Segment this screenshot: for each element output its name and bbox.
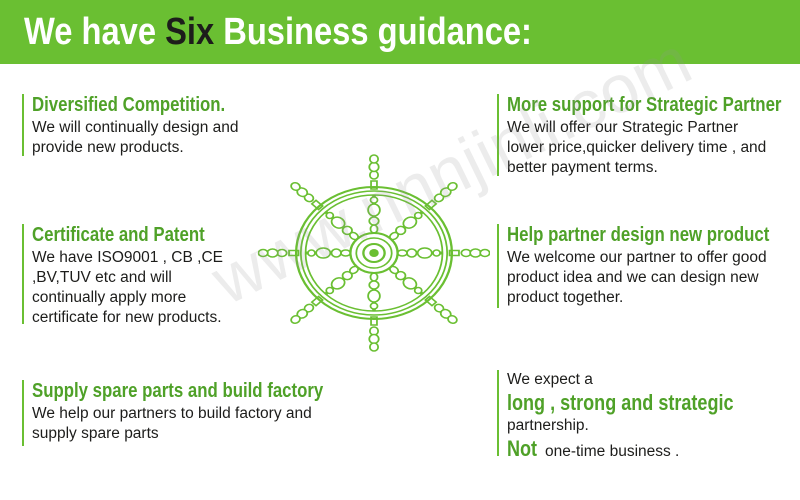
guidance-certificate-patent: Certificate and Patent We have ISO9001 ,… [22,224,247,326]
guidance-strategic-partner-support: More support for Strategic Partner We wi… [497,94,800,176]
closing-highlight: long , strong and strategic [507,390,734,415]
not-rest: one-time business . [540,443,680,460]
section-title: Supply spare parts and build factory [32,380,324,402]
not-word: Not [507,436,538,461]
title-prefix: We have [24,11,166,53]
ship-steering-wheel-icon [258,153,490,353]
section-text: We help our partners to build factory an… [32,405,312,442]
section-title: Diversified Competition. [32,94,226,116]
closing-statement: We expect a long , strong and strategic … [497,370,783,461]
guidance-spare-parts-factory: Supply spare parts and build factory We … [22,380,379,446]
title-accent-word: Six [165,11,215,53]
header-banner: We have Six Business guidance: [0,0,800,64]
section-text: We will continually design and provide n… [32,119,239,156]
section-text: We have ISO9001 , CB ,CE ,BV,TUV etc and… [32,249,223,326]
section-title: More support for Strategic Partner [507,94,782,116]
section-title: Certificate and Patent [32,224,205,246]
guidance-diversified-competition: Diversified Competition. We will continu… [22,94,262,156]
section-title: Help partner design new product [507,224,770,246]
closing-line-3: partnership. [507,417,589,434]
guidance-partner-product-design: Help partner design new product We welco… [497,224,800,308]
title-suffix: Business guidance: [214,11,532,53]
closing-line-1: We expect a [507,371,593,388]
page-title: We have Six Business guidance: [24,6,532,58]
closing-line-4: Not one-time business . [507,436,783,462]
section-text: We will offer our Strategic Partner lowe… [507,119,767,176]
section-text: We welcome our partner to offer good pro… [507,249,767,306]
